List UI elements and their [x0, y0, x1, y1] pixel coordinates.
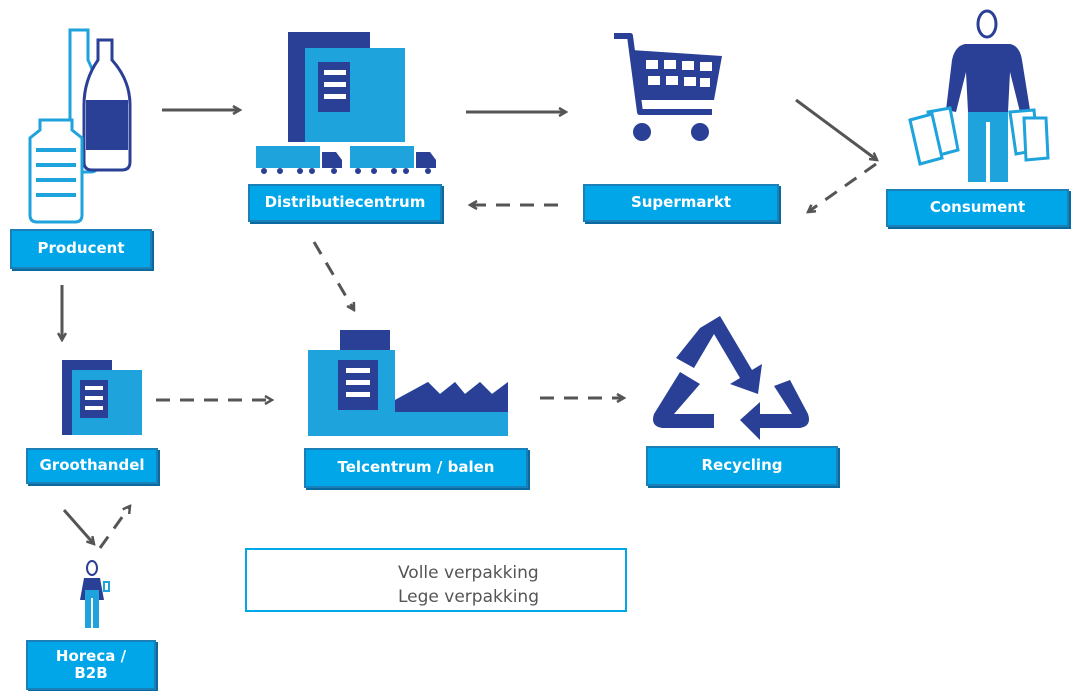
horeca-label: Horeca / B2B	[26, 640, 156, 690]
horeca-text-line1: Horeca /	[55, 646, 127, 665]
recycling-text: Recycling	[701, 456, 783, 475]
distributiecentrum-text: Distributiecentrum	[264, 193, 426, 212]
recycling-label: Recycling	[646, 446, 838, 486]
person-icon	[80, 560, 110, 628]
telcentrum-label: Telcentrum / balen	[304, 448, 528, 488]
recycling-icon	[653, 316, 809, 440]
shopper-icon	[908, 9, 1050, 182]
legend-box	[245, 548, 627, 612]
truck-icon	[256, 146, 342, 174]
factory-icon	[308, 330, 508, 436]
groothandel-text: Groothandel	[39, 456, 145, 475]
truck-icon	[350, 146, 436, 174]
consument-label: Consument	[886, 189, 1069, 227]
dashed-arrows	[98, 162, 877, 549]
warehouse-icon	[288, 32, 405, 142]
producent-label: Producent	[10, 229, 152, 269]
shopping-cart-icon	[614, 33, 722, 141]
producent-text: Producent	[37, 239, 125, 258]
bottles-icon	[28, 28, 132, 224]
distributiecentrum-label: Distributiecentrum	[248, 184, 442, 222]
warehouse-icon	[62, 360, 142, 435]
supermarkt-text: Supermarkt	[630, 193, 732, 212]
solid-arrows	[62, 98, 877, 544]
telcentrum-text: Telcentrum / balen	[337, 458, 495, 477]
supermarkt-label: Supermarkt	[583, 184, 779, 222]
groothandel-label: Groothandel	[26, 448, 158, 484]
horeca-text-line2: B2B	[74, 664, 108, 682]
legend-full-label: Volle verpakking	[398, 563, 539, 583]
legend-empty-label: Lege verpakking	[398, 587, 539, 607]
consument-text: Consument	[929, 198, 1026, 217]
